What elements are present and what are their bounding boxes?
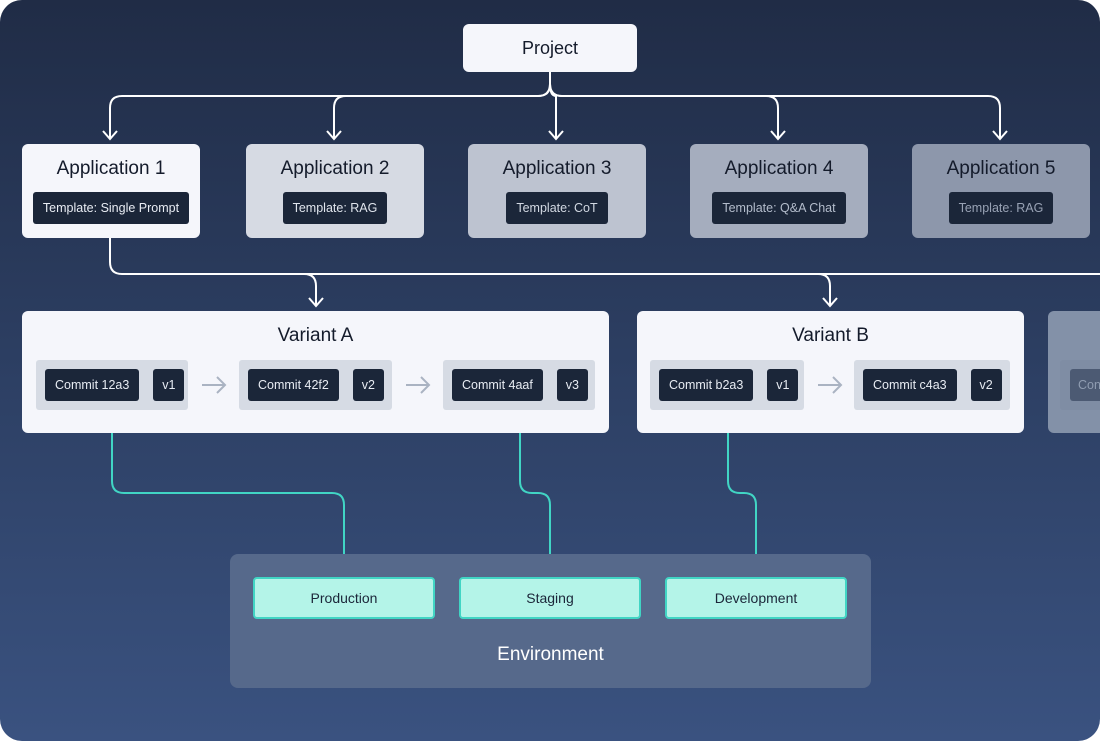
- commit-name: Con: [1070, 369, 1100, 401]
- commit-name: Commit 4aaf: [452, 369, 543, 401]
- connector-project-app1: [109, 72, 551, 138]
- connector-development: [727, 415, 757, 577]
- commit-name: Commit 42f2: [248, 369, 339, 401]
- commit-version: v2: [970, 369, 1002, 401]
- commit-item: Commit 4aaf v3: [443, 360, 595, 410]
- commit-item: Commit c4a3 v2: [854, 360, 1010, 410]
- connector-variant-a: [303, 273, 317, 305]
- production-button[interactable]: Production: [253, 577, 435, 619]
- staging-label: Staging: [526, 590, 574, 606]
- development-label: Development: [714, 590, 798, 606]
- connector-project-app4: [549, 72, 779, 138]
- connector-production: [111, 415, 345, 577]
- development-button[interactable]: Development: [665, 577, 847, 619]
- commit-item: Commit 12a3 v1: [36, 360, 188, 410]
- application-title: Application 5: [946, 158, 1056, 179]
- template-badge: Template: RAG: [948, 192, 1054, 224]
- commit-name: Commit b2a3: [659, 369, 754, 401]
- application-title: Application 4: [724, 158, 834, 179]
- application-5-card: Application 5 Template: RAG: [912, 144, 1090, 238]
- project-label: Project: [521, 37, 579, 58]
- application-4-card: Application 4 Template: Q&A Chat: [690, 144, 868, 238]
- application-title: Application 3: [502, 158, 612, 179]
- commit-version: v1: [767, 369, 799, 401]
- application-title: Application 2: [280, 158, 390, 179]
- commit-version: v2: [352, 369, 384, 401]
- variant-a-card: Variant A Commit 12a3 v1 Commit 42f2 v2 …: [22, 311, 609, 433]
- staging-button[interactable]: Staging: [459, 577, 641, 619]
- connector-project-app2: [333, 72, 551, 138]
- commit-name: Commit c4a3: [863, 369, 957, 401]
- application-2-card: Application 2 Template: RAG: [246, 144, 424, 238]
- connector-staging: [519, 415, 551, 577]
- connector-variant-b: [817, 273, 831, 305]
- connector-app1-variants: [109, 238, 1100, 275]
- commit-version: v3: [556, 369, 588, 401]
- variant-partial-card: Con: [1048, 311, 1100, 433]
- arrow-right-icon: [406, 376, 431, 394]
- commit-item: Commit b2a3 v1: [650, 360, 804, 410]
- variant-title: Variant A: [277, 325, 354, 346]
- application-title: Application 1: [56, 158, 166, 179]
- commit-item: Commit 42f2 v2: [239, 360, 392, 410]
- production-label: Production: [310, 590, 378, 606]
- arrow-right-icon: [202, 376, 227, 394]
- template-badge: Template: RAG: [282, 192, 388, 224]
- template-badge: Template: Q&A Chat: [712, 192, 846, 224]
- template-badge: Template: Single Prompt: [32, 192, 190, 224]
- environment-label: Environment: [497, 644, 604, 665]
- connector-project-app3: [549, 72, 557, 138]
- project-node: Project: [463, 24, 637, 72]
- application-3-card: Application 3 Template: CoT: [468, 144, 646, 238]
- commit-name: Commit 12a3: [45, 369, 140, 401]
- variant-b-card: Variant B Commit b2a3 v1 Commit c4a3 v2: [637, 311, 1024, 433]
- commit-version: v1: [153, 369, 185, 401]
- environment-panel: [230, 554, 871, 688]
- application-1-card: Application 1 Template: Single Prompt: [22, 144, 200, 238]
- arrow-right-icon: [818, 376, 843, 394]
- connector-project-app5: [549, 72, 1001, 138]
- template-badge: Template: CoT: [506, 192, 608, 224]
- variant-title: Variant B: [792, 325, 869, 346]
